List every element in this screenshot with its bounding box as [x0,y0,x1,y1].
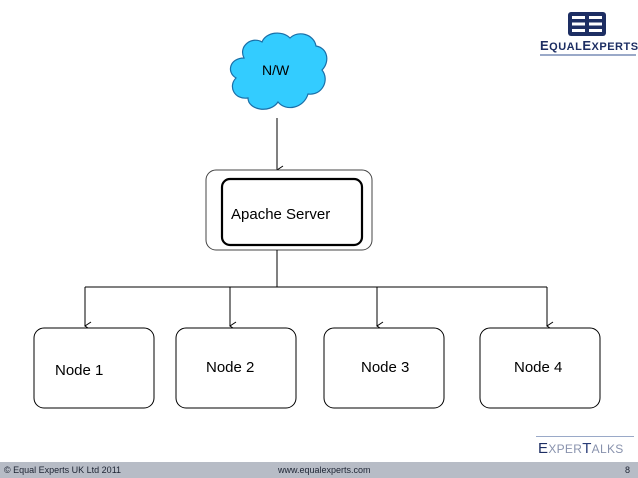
footer-bar: © Equal Experts UK Ltd 2011 www.equalexp… [0,462,638,478]
cloud-label: N/W [262,62,290,78]
expertalks-wordmark: EXPERTALKS [538,440,624,457]
footer-website: www.equalexperts.com [278,465,371,475]
node-label-3: Node 3 [361,359,410,376]
logo-mark-icon [568,12,606,36]
network-cloud-icon [229,32,328,110]
node-label-2: Node 2 [206,359,255,376]
node-label-1: Node 1 [55,362,104,379]
node-box-1 [33,327,155,409]
equal-experts-logo: EQUALEXPERTS [540,12,638,58]
expertalks-rule [536,436,634,437]
server-inner-box [220,177,364,247]
node-label-4: Node 4 [514,359,563,376]
logo-wordmark: EQUALEXPERTS [540,38,638,53]
logo-rule [540,54,636,56]
node-box-4 [479,327,601,409]
footer-page-number: 8 [624,465,630,475]
node-box-3 [323,327,445,409]
expertalks-logo: EXPERTALKS [536,436,634,458]
footer-copyright: © Equal Experts UK Ltd 2011 [4,465,122,475]
server-label: Apache Server [231,206,331,223]
node-box-2 [175,327,297,409]
